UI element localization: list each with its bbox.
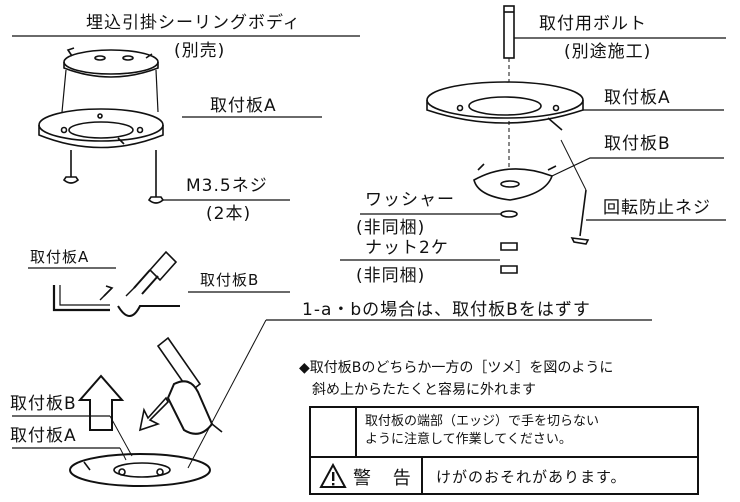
washer-note: (非同梱)	[356, 218, 426, 238]
instruction-text-1: 取付板Bのどちらか一方の［ツメ］を図のように	[309, 360, 614, 376]
anti-rotation-screw-label: 回転防止ネジ	[603, 198, 711, 218]
caution-line-1: 取付板の端部（エッジ）で手を切らない	[365, 414, 600, 429]
m35-screws-drawing	[62, 150, 165, 204]
mounting-plate-b-right-drawing	[473, 163, 557, 201]
ceiling-body-drawing	[63, 47, 159, 78]
mounting-plate-b-right-label: 取付板B	[604, 134, 671, 154]
bottom-plate-b-label: 取付板B	[10, 394, 77, 414]
mounting-bolt-label: 取付用ボルト	[539, 14, 647, 34]
mounting-plate-a-right-drawing	[426, 81, 584, 131]
bottom-plate-a-label: 取付板A	[10, 426, 77, 446]
ceiling-body-label: 埋込引掛シーリングボディ	[86, 13, 301, 33]
bullet-diamond-icon: ◆	[299, 360, 310, 376]
warning-row: 警 告 けがのおそれがあります。	[311, 458, 697, 493]
mounting-bolt-note: (別途施工)	[564, 42, 652, 62]
caution-text: 取付板の端部（エッジ）で手を切らない ように注意して作業してください。	[365, 413, 599, 449]
nut-label: ナット2ケ	[365, 238, 449, 258]
mounting-plate-a-label: 取付板A	[210, 96, 277, 116]
mounting-bolt-drawing	[503, 5, 515, 182]
mounting-plate-a-left-drawing	[38, 108, 164, 149]
instruction-line-1: ◆取付板Bのどちらか一方の［ツメ］を図のように	[299, 358, 613, 379]
caution-line-2: ように注意して作業してください。	[365, 432, 572, 447]
warning-box: 取付板の端部（エッジ）で手を切らない ように注意して作業してください。 警 告 …	[309, 406, 699, 495]
removal-heading: 1-a・bの場合は、取付板Bをはずす	[302, 300, 591, 320]
warning-head-cell: 警 告	[311, 458, 423, 493]
caution-row: 取付板の端部（エッジ）で手を切らない ように注意して作業してください。	[311, 408, 697, 458]
removal-arrow-up-icon	[77, 374, 125, 431]
nut-note: (非同梱)	[356, 266, 426, 286]
instruction-line-2: 斜め上からたたくと容易に外れます	[312, 382, 536, 398]
warning-triangle-icon	[319, 463, 347, 488]
tap-arrow-icon	[138, 396, 169, 432]
claw-detail-drawing	[52, 250, 180, 317]
washer-label: ワッシャー	[365, 190, 455, 210]
m35-screw-qty: (2本)	[206, 204, 252, 224]
washer-and-nuts-drawing	[500, 210, 518, 274]
mounting-plate-bottom-drawing	[69, 453, 211, 487]
warning-text: けがのおそれがあります。	[436, 468, 627, 486]
ceiling-body-note: (別売)	[174, 41, 226, 61]
m35-screw-label: M3.5ネジ	[186, 176, 268, 196]
detail-plate-b-label: 取付板B	[200, 271, 260, 289]
caution-icon-cell	[311, 408, 357, 456]
mounting-plate-a-right-label: 取付板A	[604, 88, 671, 108]
detail-plate-a-label: 取付板A	[30, 248, 90, 266]
warning-heading: 警 告	[353, 468, 419, 489]
screwdriver-drawing	[156, 336, 223, 435]
anti-rotation-screw-drawing	[560, 139, 590, 245]
